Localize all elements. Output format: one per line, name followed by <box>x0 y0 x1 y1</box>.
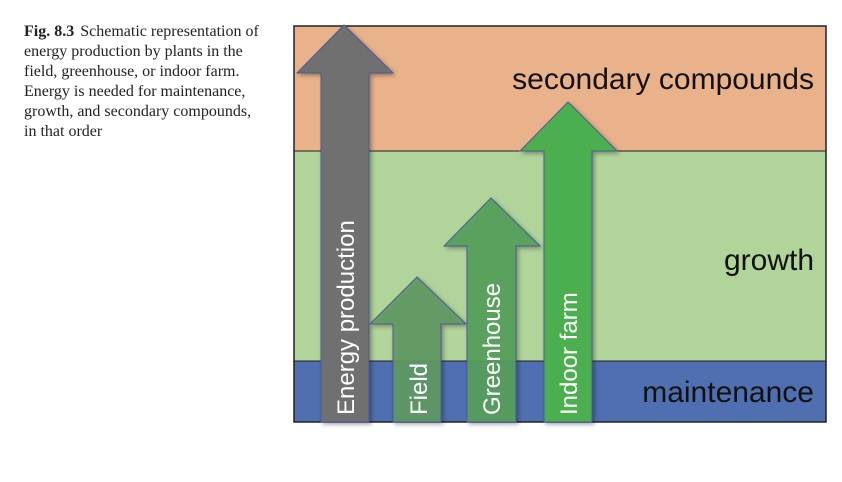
energy-production-arrow <box>295 24 395 423</box>
label-secondary-compounds: secondary compounds <box>512 63 814 96</box>
field-arrow <box>368 276 468 423</box>
indoor-farm-label: Indoor farm <box>556 292 583 415</box>
indoor-farm-arrow <box>518 101 619 423</box>
label-growth: growth <box>724 244 814 277</box>
caption-text: Schematic representation of energy produ… <box>24 23 259 140</box>
figure-number: Fig. 8.3 <box>24 23 75 40</box>
label-maintenance: maintenance <box>642 376 814 409</box>
energy-production-label: Energy production <box>333 220 360 415</box>
field-label: Field <box>406 363 433 415</box>
greenhouse-label: Greenhouse <box>479 283 506 415</box>
greenhouse-arrow <box>442 197 542 423</box>
